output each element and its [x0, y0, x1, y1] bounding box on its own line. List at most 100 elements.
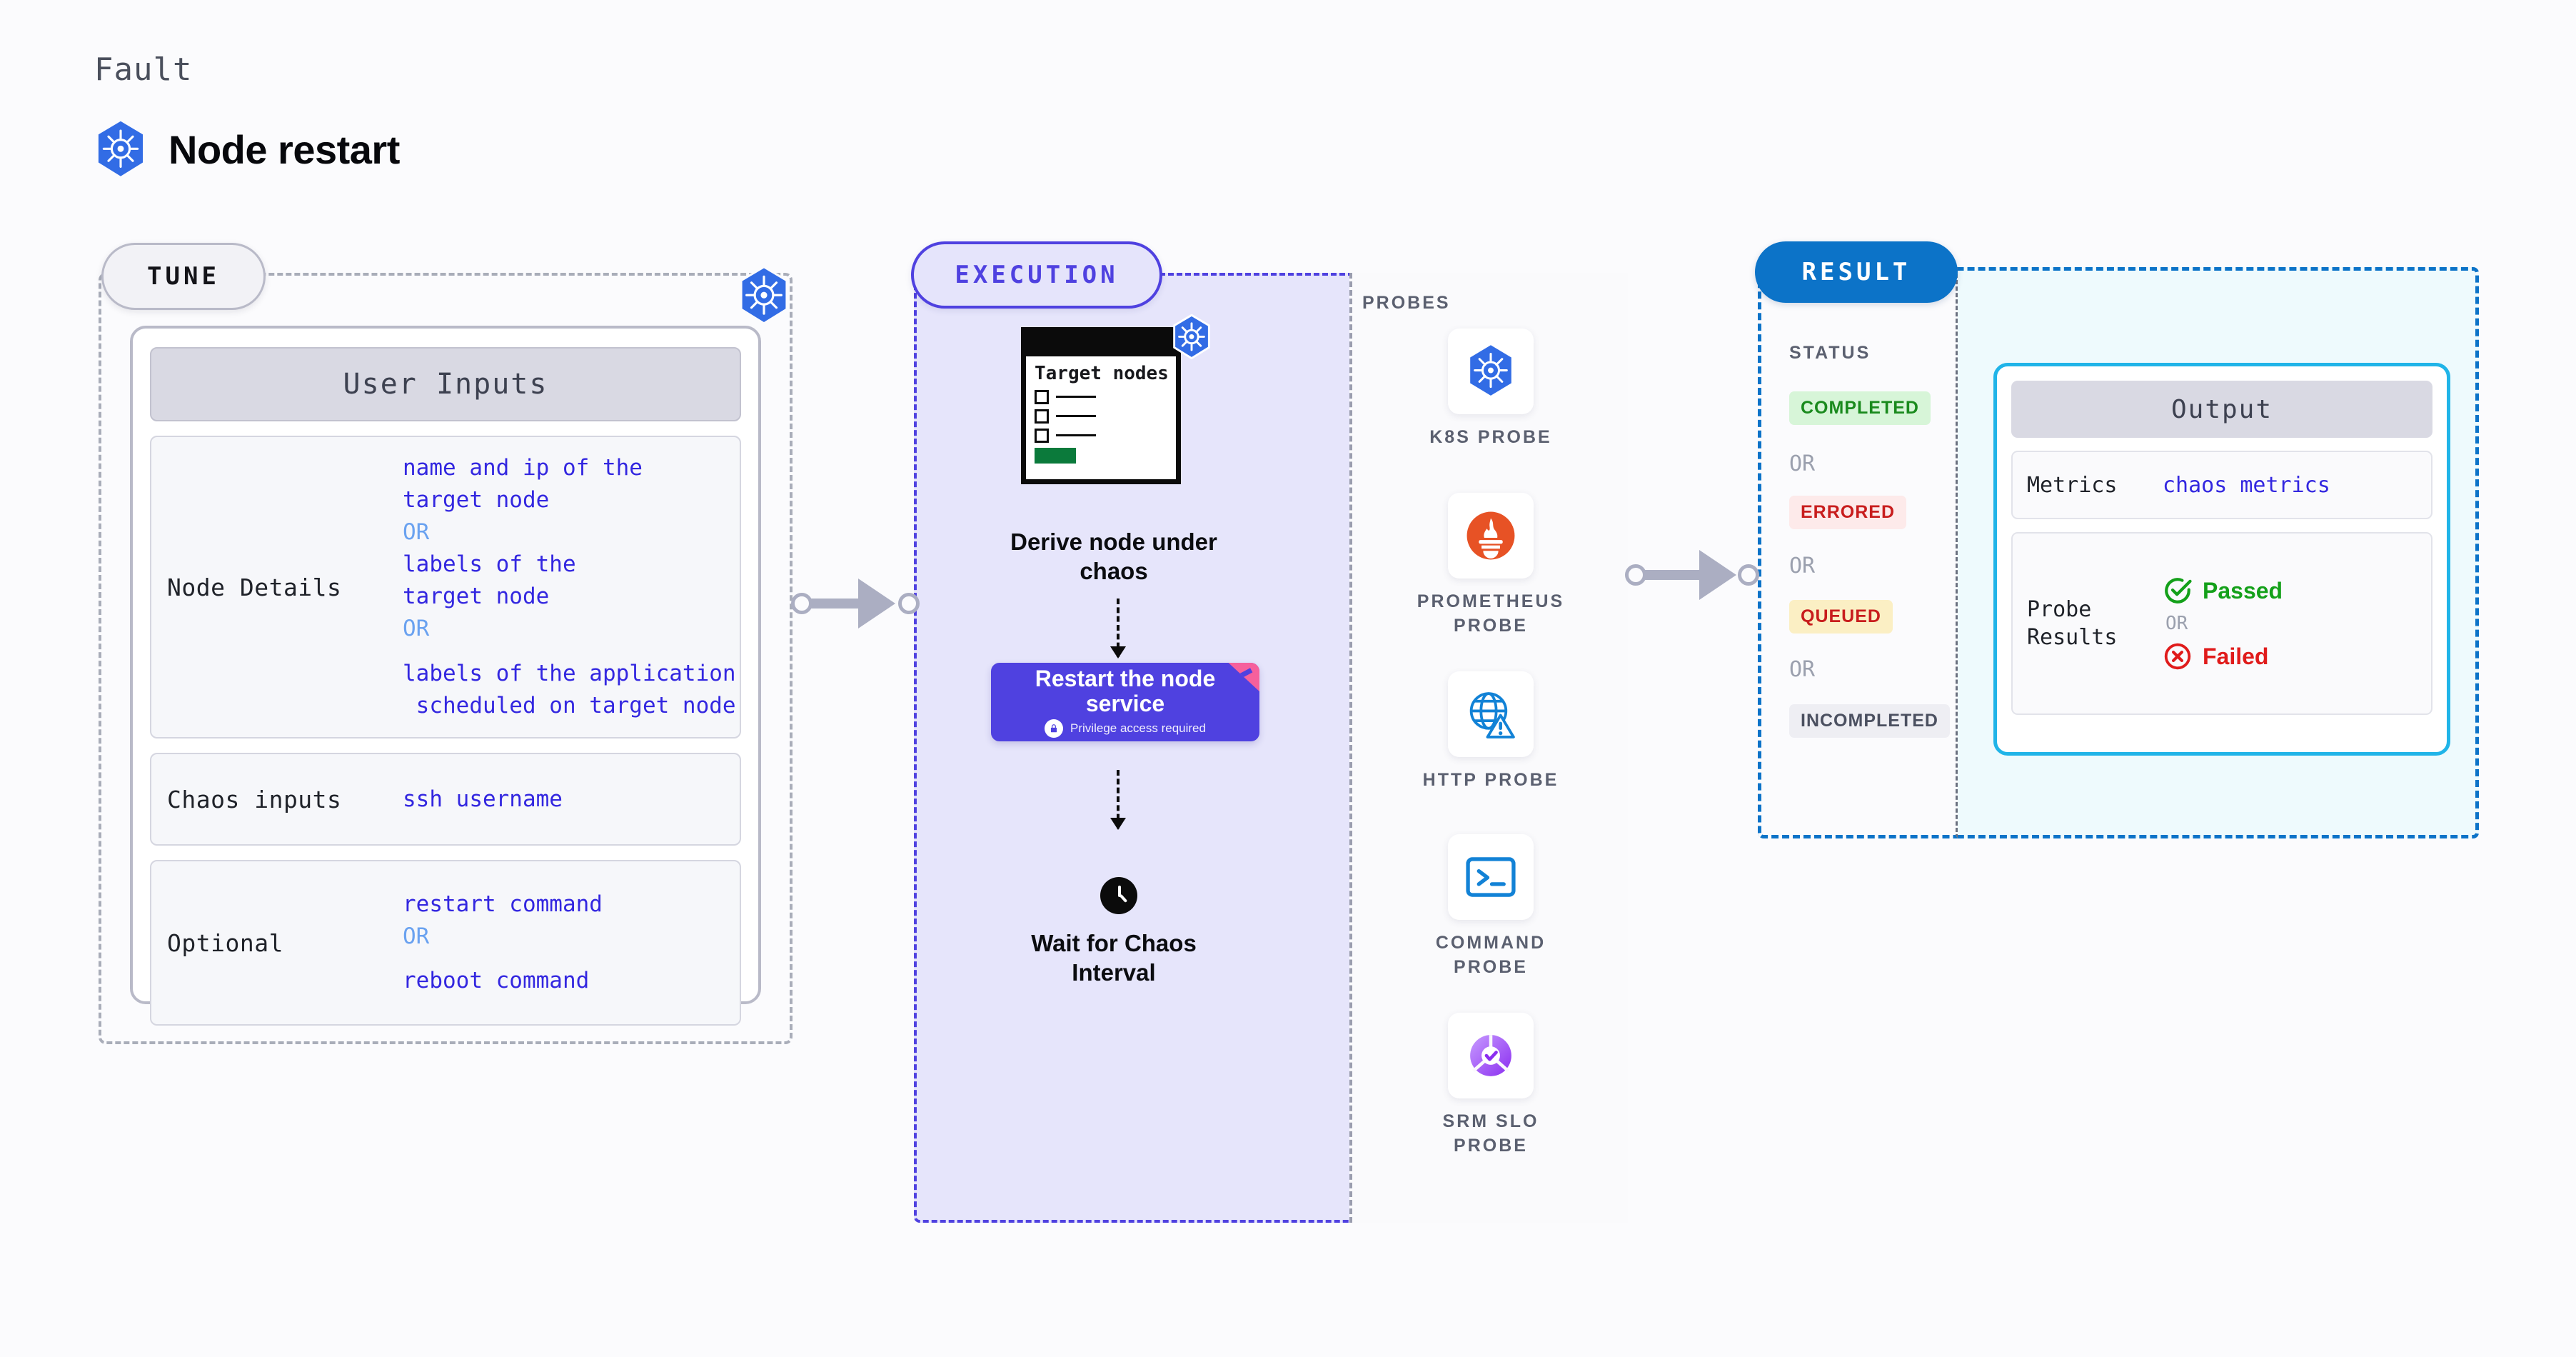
probe-tile	[1448, 671, 1534, 757]
document-title: Target nodes	[1035, 363, 1169, 384]
input-value: labels of the application scheduled on t…	[403, 660, 736, 718]
status-badge-errored: ERRORED	[1789, 496, 1907, 529]
restart-node-service-card[interactable]: Restart the node service Privilege acces…	[991, 663, 1259, 741]
output-card: Output Metrics chaos metrics Probe Resul…	[1993, 363, 2450, 756]
input-value: name and ip of the target node	[403, 455, 643, 514]
kubernetes-icon	[1173, 314, 1210, 360]
probe-tile	[1448, 1013, 1534, 1098]
or-separator: OR	[403, 519, 430, 546]
probe-command[interactable]: COMMAND PROBE	[1391, 834, 1591, 980]
input-value: ssh username	[403, 786, 563, 812]
output-title: Output	[2011, 381, 2432, 438]
probe-tile	[1448, 329, 1534, 414]
connector-dot-start	[1625, 564, 1646, 586]
placeholder-line	[1056, 396, 1096, 399]
arrow-shaft	[1117, 599, 1120, 657]
stage-badge-result[interactable]: RESULT	[1755, 241, 1958, 303]
probe-srm-slo[interactable]: SRM SLO PROBE	[1391, 1013, 1591, 1158]
privilege-note: Privilege access required	[1070, 721, 1206, 736]
flow-arrow-2	[1110, 770, 1126, 830]
spacer	[403, 952, 603, 965]
terminal-icon	[1466, 857, 1516, 897]
input-row-optional: Optional restart command OR reboot comma…	[150, 860, 741, 1026]
input-row-chaos-inputs: Chaos inputs ssh username	[150, 753, 741, 846]
status-section-title: STATUS	[1789, 343, 1871, 363]
input-label: Chaos inputs	[167, 785, 342, 813]
fault-kicker: Fault	[94, 51, 193, 88]
document-titlebar	[1026, 332, 1176, 356]
connector-dot-end	[1738, 564, 1759, 586]
input-row-node-details: Node Details name and ip of the target n…	[150, 436, 741, 738]
result-status-container	[1758, 267, 1958, 838]
probe-k8s[interactable]: K8S PROBE	[1391, 329, 1591, 450]
input-values: name and ip of the target node OR labels…	[403, 452, 736, 722]
probe-tile	[1448, 493, 1534, 579]
or-separator: OR	[1789, 554, 1816, 579]
probe-prometheus[interactable]: PROMETHEUS PROBE	[1391, 493, 1591, 639]
input-values: restart command OR reboot command	[403, 888, 603, 998]
probe-label: K8S PROBE	[1429, 427, 1552, 447]
list-item	[1035, 428, 1176, 443]
connector-tune-to-execution	[791, 579, 920, 629]
kubernetes-icon	[1470, 345, 1511, 396]
probe-label: SRM SLO PROBE	[1442, 1111, 1539, 1156]
output-row-metrics: Metrics chaos metrics	[2011, 451, 2432, 519]
spacer	[403, 645, 736, 658]
output-value: chaos metrics	[2163, 472, 2330, 498]
probe-result-passed: Passed	[2163, 576, 2283, 606]
clock-icon	[1100, 877, 1137, 914]
privilege-note-row: Privilege access required	[1045, 719, 1206, 738]
arrow-head-icon	[858, 579, 895, 629]
page-title: Node restart	[168, 126, 400, 172]
checkbox-icon	[1035, 409, 1049, 424]
connector-dot-start	[791, 593, 812, 614]
input-value: reboot command	[403, 968, 590, 994]
probes-section-title: PROBES	[1362, 293, 1451, 313]
placeholder-line	[1056, 434, 1096, 437]
probe-label: COMMAND PROBE	[1435, 933, 1546, 977]
http-globe-warning-icon	[1469, 692, 1515, 738]
input-values: ssh username	[403, 783, 563, 816]
probe-result-failed: Failed	[2163, 641, 2283, 671]
check-circle-icon	[2165, 578, 2192, 604]
document-checkbox-list	[1026, 384, 1176, 443]
arrow-head-icon	[1110, 818, 1126, 830]
flow-arrow-1	[1110, 599, 1126, 659]
execution-step3-caption: Wait for Chaos Interval	[1031, 930, 1197, 986]
or-separator: OR	[1789, 657, 1816, 682]
stage-badge-execution[interactable]: EXECUTION	[911, 241, 1162, 309]
or-separator: OR	[1789, 451, 1816, 476]
input-value: restart command	[403, 891, 603, 917]
list-item	[1035, 389, 1176, 404]
or-separator: OR	[403, 615, 430, 641]
execution-step1-caption: Derive node under chaos	[1010, 529, 1217, 585]
input-label: Optional	[167, 928, 283, 957]
probe-result-label: Failed	[2203, 643, 2269, 669]
output-label: Metrics	[2027, 472, 2118, 498]
or-separator: OR	[403, 923, 430, 949]
target-nodes-document: Target nodes	[1012, 314, 1212, 493]
arrow-head-icon	[1110, 646, 1126, 659]
prometheus-icon	[1466, 511, 1515, 560]
probe-result-values: Passed OR Failed	[2163, 576, 2283, 671]
status-badge-queued: QUEUED	[1789, 600, 1893, 634]
connector-dot-end	[898, 593, 920, 614]
document-body: Target nodes	[1021, 327, 1181, 484]
corner-flag-icon	[1227, 663, 1259, 693]
checkbox-icon	[1035, 389, 1049, 404]
connector-execution-to-result	[1625, 550, 1761, 600]
tune-stage-container	[99, 273, 793, 1044]
arrow-head-icon	[1699, 550, 1736, 600]
list-item	[1035, 409, 1176, 424]
placeholder-line	[1056, 415, 1096, 418]
input-label: Node Details	[167, 573, 342, 601]
fault-title-row: Node restart	[94, 120, 400, 179]
checkbox-icon	[1035, 428, 1049, 443]
kubernetes-icon	[98, 121, 144, 176]
action-title: Restart the node service	[1035, 665, 1216, 716]
probe-http[interactable]: HTTP PROBE	[1391, 671, 1591, 793]
output-label: Probe Results	[2027, 597, 2118, 650]
status-badge-completed: COMPLETED	[1789, 391, 1931, 425]
stage-badge-tune[interactable]: TUNE	[101, 243, 266, 310]
